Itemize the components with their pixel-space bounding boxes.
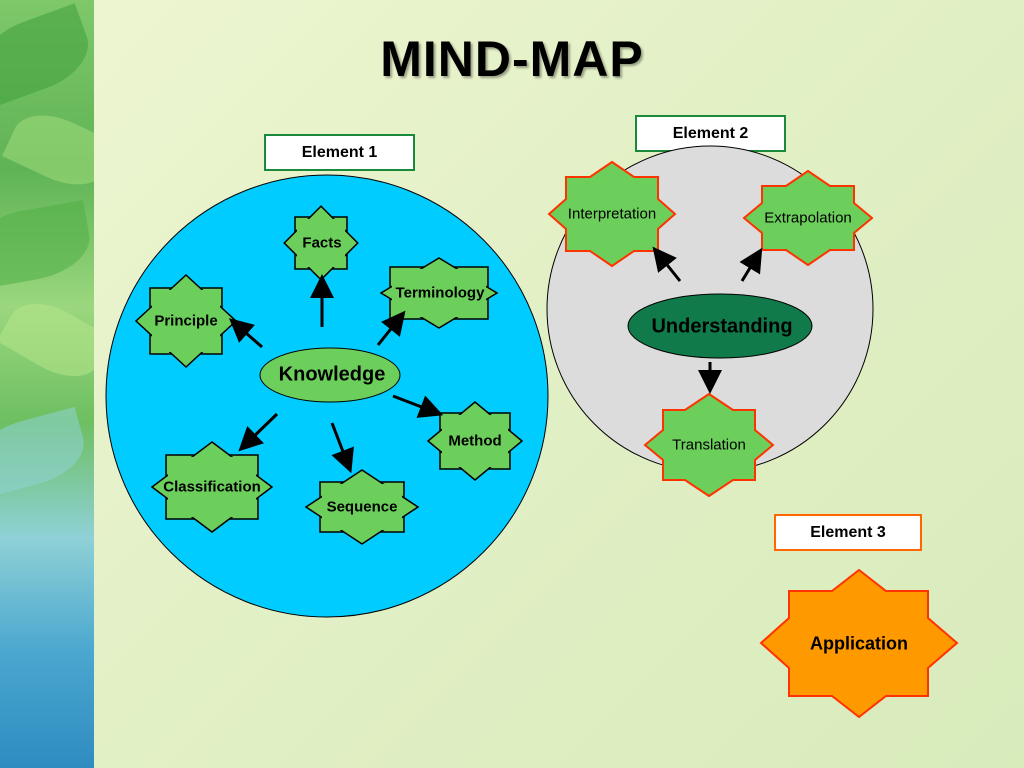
node-extrapolation: Extrapolation	[764, 209, 852, 227]
arrow-to-terminology	[376, 310, 406, 346]
arrow-to-sequence	[330, 422, 354, 474]
understanding-label: Understanding	[651, 315, 793, 338]
node-facts: Facts	[302, 234, 342, 252]
node-principle: Principle	[154, 312, 218, 330]
element-1-label: Element 1	[264, 134, 415, 171]
arrow-to-method	[392, 394, 444, 418]
page-title: MIND-MAP	[380, 31, 644, 87]
knowledge-label: Knowledge	[278, 363, 386, 386]
star-method	[426, 401, 524, 481]
decorative-leaf-strip	[0, 0, 94, 768]
node-sequence: Sequence	[326, 498, 398, 516]
star-application	[759, 568, 959, 719]
star-terminology	[379, 257, 499, 329]
arrow-to-principle	[228, 318, 263, 349]
node-classification: Classification	[163, 478, 261, 496]
node-translation: Translation	[672, 436, 746, 454]
arrow-to-interpretation	[652, 246, 682, 282]
star-classification	[150, 441, 274, 533]
knowledge-oval	[259, 347, 401, 403]
node-interpretation: Interpretation	[567, 205, 657, 223]
understanding-oval	[627, 293, 813, 359]
star-translation	[643, 392, 775, 498]
application-label: Application	[810, 633, 908, 654]
node-terminology: Terminology	[395, 284, 485, 302]
star-sequence	[304, 469, 420, 545]
star-facts	[283, 205, 359, 281]
arrow-to-extrapolation	[739, 247, 763, 282]
element-3-label: Element 3	[774, 514, 922, 551]
star-principle	[134, 273, 238, 369]
star-extrapolation	[742, 169, 874, 267]
arrow-to-classification	[238, 412, 279, 452]
node-method: Method	[448, 432, 502, 450]
